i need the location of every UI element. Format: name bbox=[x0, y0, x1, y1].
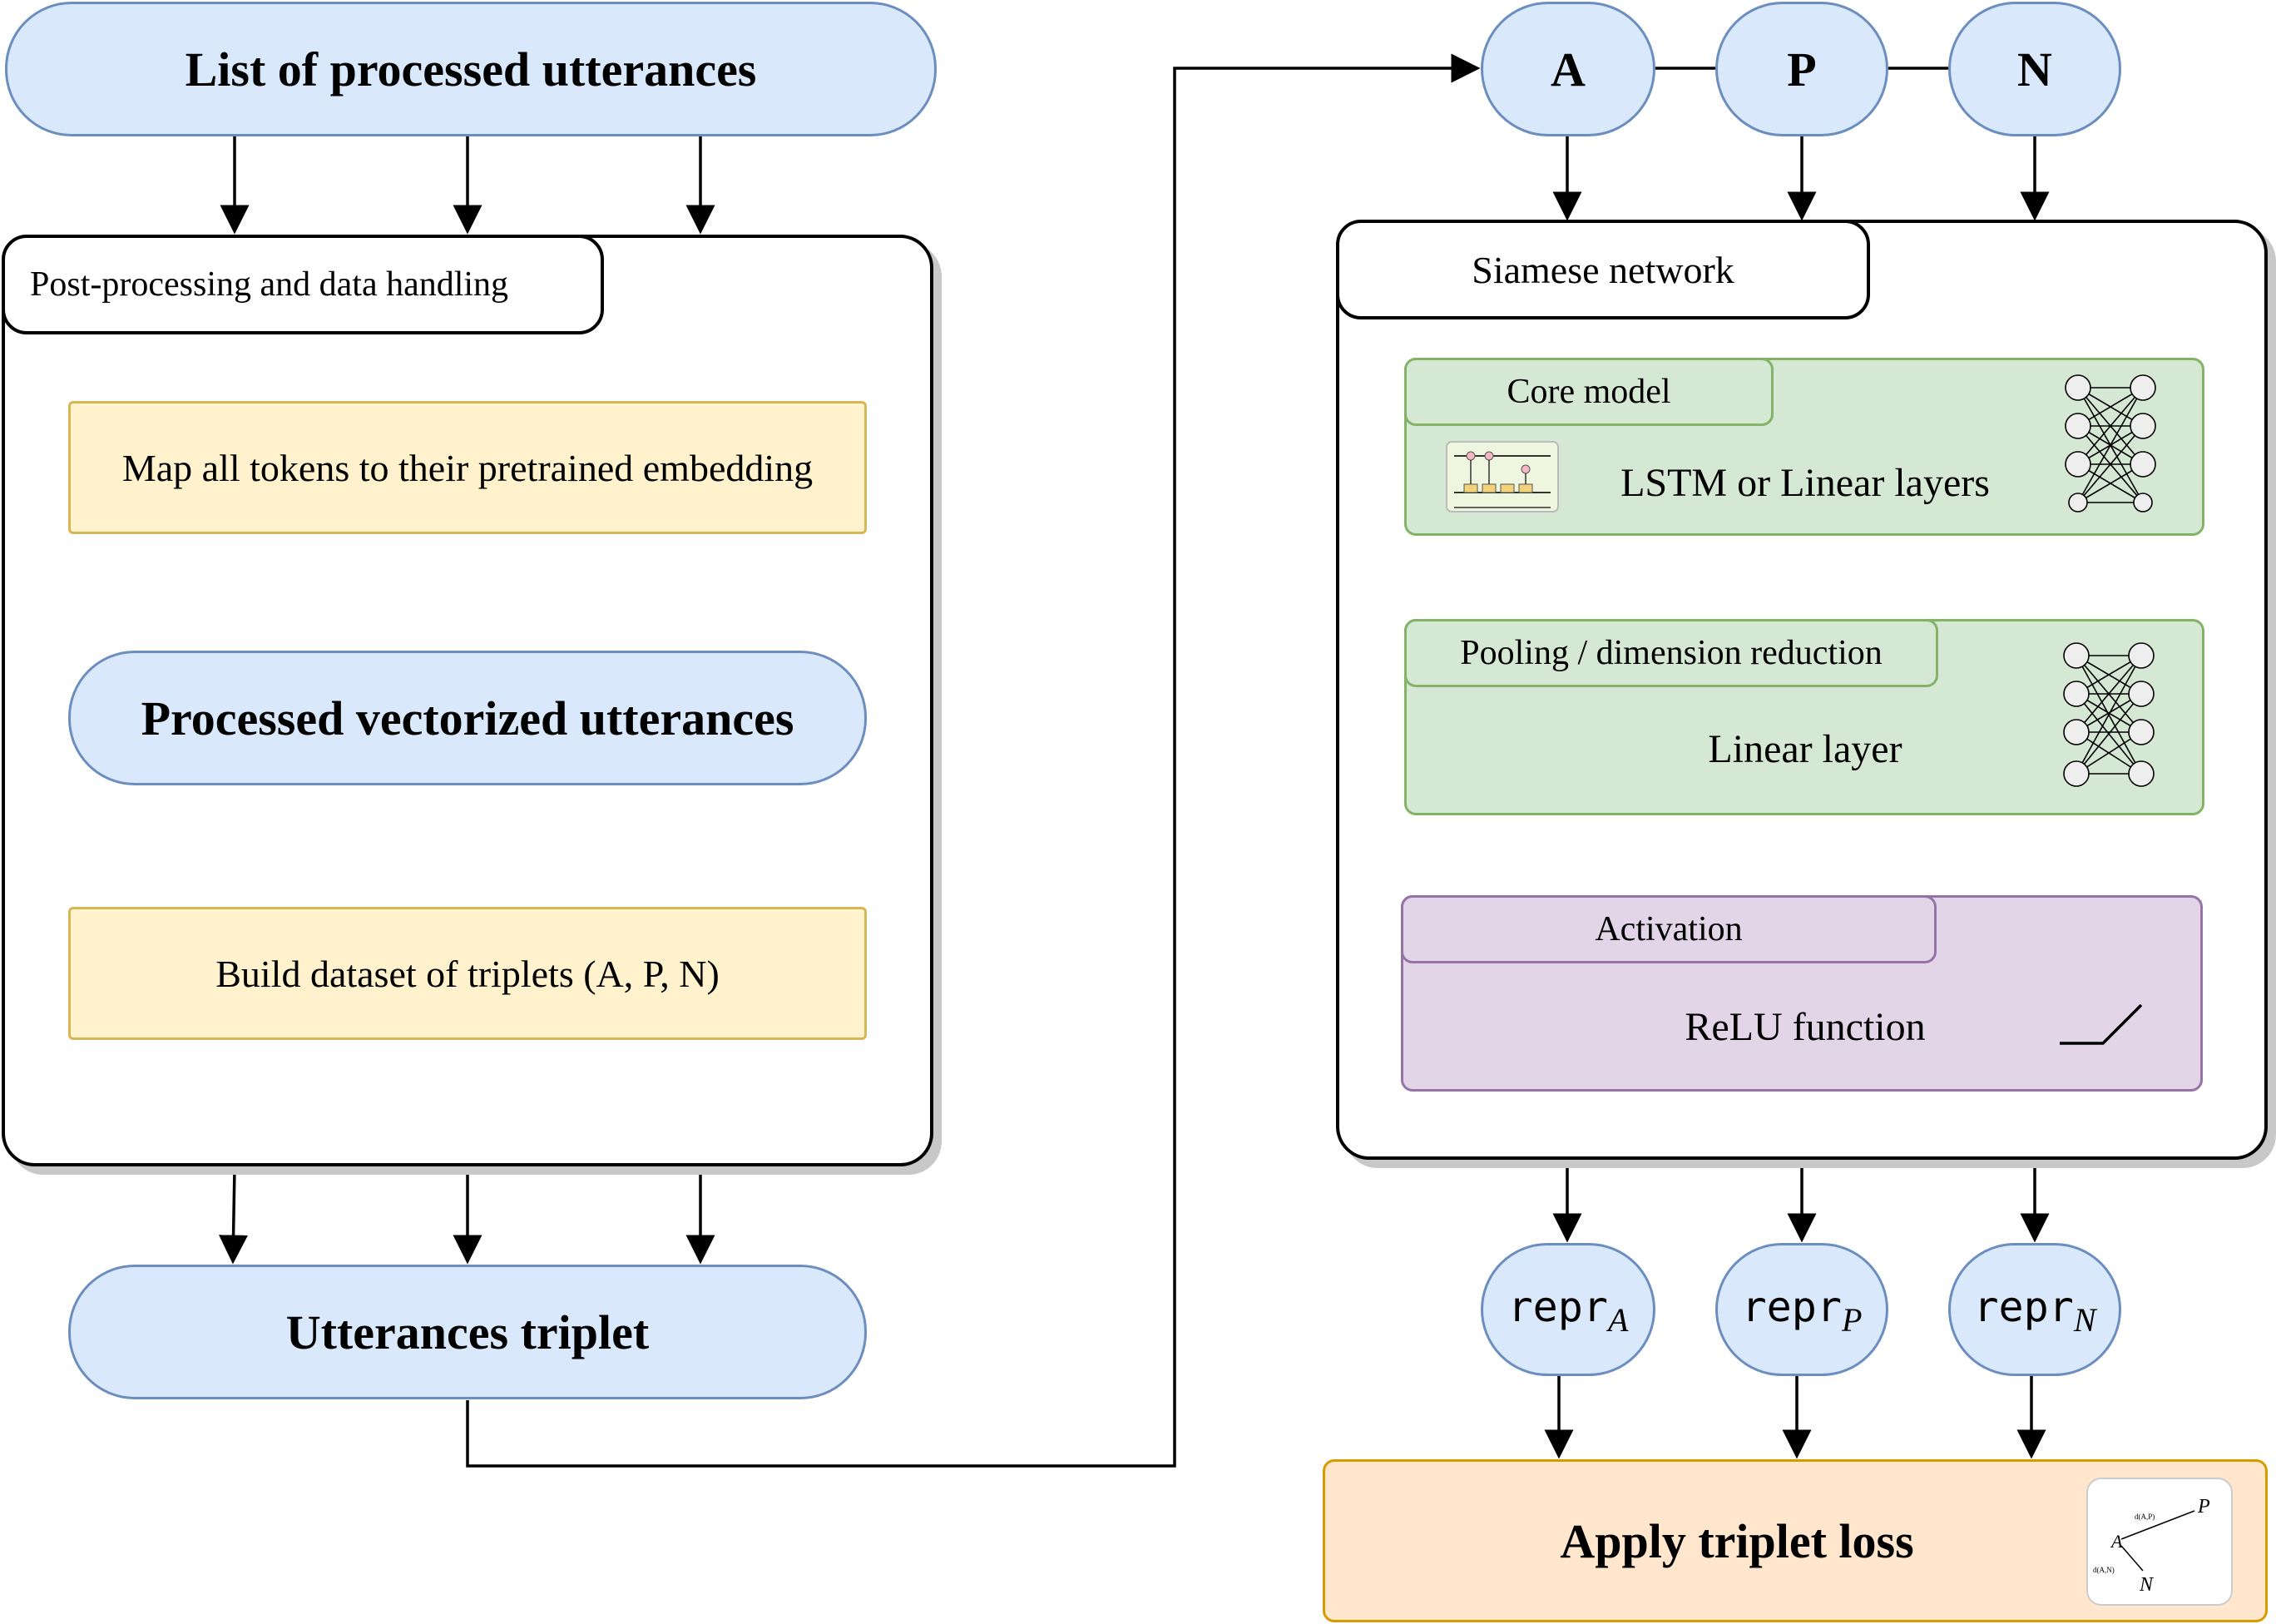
arrow bbox=[466, 53, 1481, 1468]
arrow bbox=[219, 1167, 249, 1265]
node-label: A bbox=[1551, 42, 1586, 97]
neural-net-icon bbox=[2065, 374, 2156, 512]
node-label: N bbox=[2017, 42, 2052, 97]
block-text: Linear layer bbox=[1708, 726, 1902, 771]
triplet-distance-icon: A P N d(A,P) d(A,N) bbox=[2086, 1478, 2233, 1606]
container-title: Post-processing and data handling bbox=[30, 265, 509, 304]
step-label: Build dataset of triplets (A, P, N) bbox=[215, 952, 720, 995]
block-label: Core model bbox=[1507, 373, 1671, 411]
post-processing-title-tab: Post-processing and data handling bbox=[2, 235, 604, 334]
negative-input-node: N bbox=[1948, 2, 2121, 136]
svg-text:N: N bbox=[2139, 1574, 2155, 1596]
pooling-text: Linear layer bbox=[1655, 715, 1955, 782]
vectorized-utterances-node: Processed vectorized utterances bbox=[68, 651, 867, 785]
neural-net-icon bbox=[2063, 642, 2155, 787]
map-tokens-step: Map all tokens to their pretrained embed… bbox=[68, 401, 867, 534]
pooling-label-tab: Pooling / dimension reduction bbox=[1404, 619, 1938, 687]
core-model-text: LSTM or Linear layers bbox=[1581, 449, 2030, 516]
node-label: Apply triplet loss bbox=[1560, 1513, 1914, 1568]
node-label: Processed vectorized utterances bbox=[141, 691, 794, 745]
svg-text:A: A bbox=[2110, 1531, 2123, 1552]
node-label: List of processed utterances bbox=[185, 42, 757, 97]
repr-a-node: reprA bbox=[1481, 1243, 1655, 1376]
lstm-cell-icon bbox=[1446, 441, 1559, 512]
repr-n-node: reprN bbox=[1948, 1243, 2121, 1376]
repr-p-node: reprP bbox=[1715, 1243, 1888, 1376]
anchor-input-node: A bbox=[1481, 2, 1655, 136]
repr-label: reprP bbox=[1741, 1282, 1863, 1339]
node-label: Utterances triplet bbox=[285, 1305, 650, 1359]
svg-text:d(A,P): d(A,P) bbox=[2135, 1513, 2155, 1521]
svg-text:d(A,N): d(A,N) bbox=[2093, 1566, 2115, 1574]
siamese-network-title-tab: Siamese network bbox=[1336, 220, 1870, 319]
block-label: Pooling / dimension reduction bbox=[1460, 634, 1883, 672]
build-triplets-step: Build dataset of triplets (A, P, N) bbox=[68, 907, 867, 1040]
core-model-label-tab: Core model bbox=[1404, 358, 1774, 426]
repr-label: reprN bbox=[1973, 1282, 2096, 1339]
block-text: LSTM or Linear layers bbox=[1620, 460, 1990, 505]
block-text: ReLU function bbox=[1685, 1004, 1926, 1049]
block-label: Activation bbox=[1595, 910, 1743, 948]
utterances-triplet-node: Utterances triplet bbox=[68, 1265, 867, 1399]
repr-label: reprA bbox=[1507, 1282, 1629, 1339]
relu-icon bbox=[2060, 1003, 2143, 1045]
activation-text: ReLU function bbox=[1630, 993, 1980, 1060]
container-title: Siamese network bbox=[1472, 248, 1734, 291]
step-label: Map all tokens to their pretrained embed… bbox=[121, 446, 814, 489]
node-label: P bbox=[1787, 42, 1817, 97]
svg-text:P: P bbox=[2197, 1496, 2210, 1518]
activation-label-tab: Activation bbox=[1401, 895, 1937, 963]
positive-input-node: P bbox=[1715, 2, 1888, 136]
processed-utterances-list-node: List of processed utterances bbox=[5, 2, 937, 136]
